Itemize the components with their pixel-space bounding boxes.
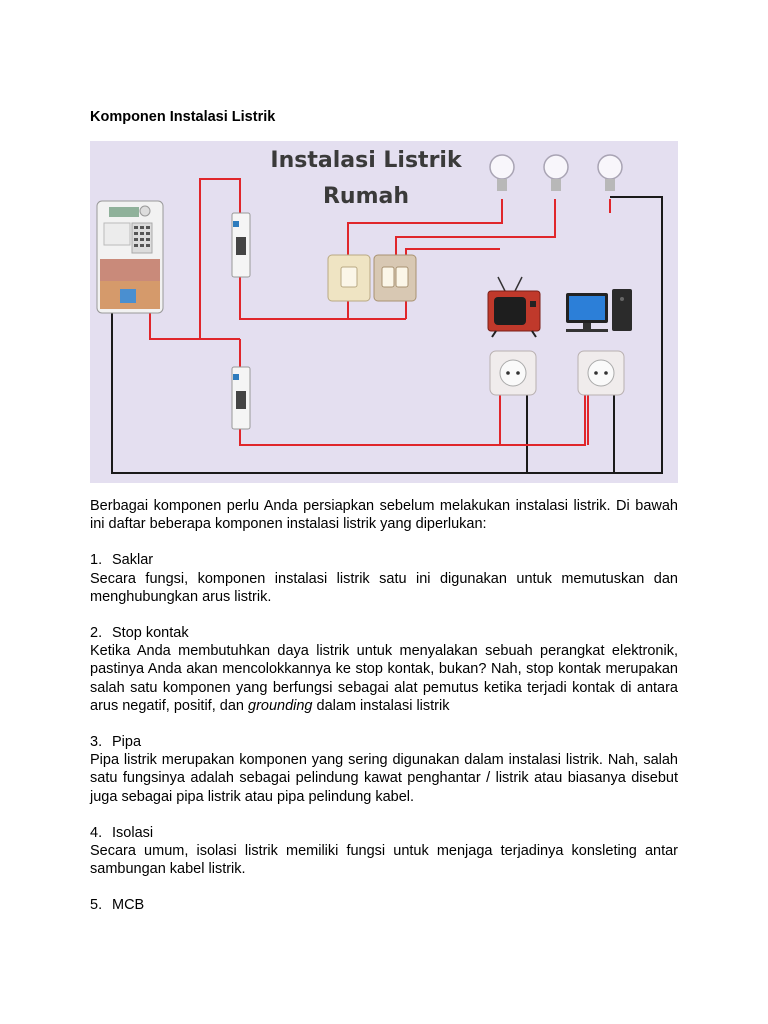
list-item-label: Isolasi xyxy=(112,824,154,841)
document-body: Berbagai komponen perlu Anda persiapkan … xyxy=(90,497,678,915)
live-wires xyxy=(149,178,611,446)
list-item-number: 1. xyxy=(90,552,103,569)
list-item-title: 4. Isolasi xyxy=(90,824,678,842)
diagram-title-line1: Instalasi Listrik xyxy=(270,148,463,173)
list-item-title: 1. Saklar xyxy=(90,551,678,569)
mcb-icon xyxy=(231,366,251,430)
light-bulb-icon xyxy=(489,154,515,191)
list-item-number: 2. xyxy=(90,625,103,642)
section-heading: Komponen Instalasi Listrik xyxy=(90,109,276,125)
list-item-title: 2. Stop kontak xyxy=(90,624,678,642)
list-item-body: Secara fungsi, komponen instalasi listri… xyxy=(90,570,678,605)
list-item-body-text: dalam instalasi listrik xyxy=(312,697,450,714)
power-socket-icon xyxy=(577,350,625,396)
list-item-label: Saklar xyxy=(112,552,154,569)
list-item-label: Pipa xyxy=(112,734,142,751)
list-item-body: Ketika Anda membutuhkan daya listrik unt… xyxy=(90,642,678,715)
power-socket-icon xyxy=(489,350,537,396)
television-icon xyxy=(487,276,541,338)
list-item-number: 5. xyxy=(90,897,103,914)
wiring-diagram: Instalasi Listrik Rumah xyxy=(90,141,678,483)
double-switch-icon[interactable] xyxy=(373,254,417,302)
list-item-title: 3. Pipa xyxy=(90,733,678,751)
list-item-body: Secara umum, isolasi listrik memiliki fu… xyxy=(90,843,678,878)
neutral-wires xyxy=(111,196,663,474)
list-item-title: 5. MCB xyxy=(90,896,678,914)
light-switch-icon[interactable] xyxy=(327,254,371,302)
kwh-meter-icon xyxy=(96,200,164,314)
emphasis-text: grounding xyxy=(248,697,313,714)
diagram-title-line2: Rumah xyxy=(323,184,409,209)
list-item-label: MCB xyxy=(112,897,145,914)
list-item-number: 4. xyxy=(90,824,103,841)
light-bulb-icon xyxy=(597,154,623,191)
computer-icon xyxy=(566,289,632,332)
light-bulb-icon xyxy=(543,154,569,191)
list-item-label: Stop kontak xyxy=(112,625,189,642)
list-item-body-text: Ketika Anda membutuhkan daya listrik unt… xyxy=(90,643,678,714)
list-item-number: 3. xyxy=(90,734,103,751)
list-item-body: Pipa listrik merupakan komponen yang ser… xyxy=(90,752,678,805)
intro-paragraph: Berbagai komponen perlu Anda persiapkan … xyxy=(90,498,678,533)
mcb-icon xyxy=(231,212,251,278)
